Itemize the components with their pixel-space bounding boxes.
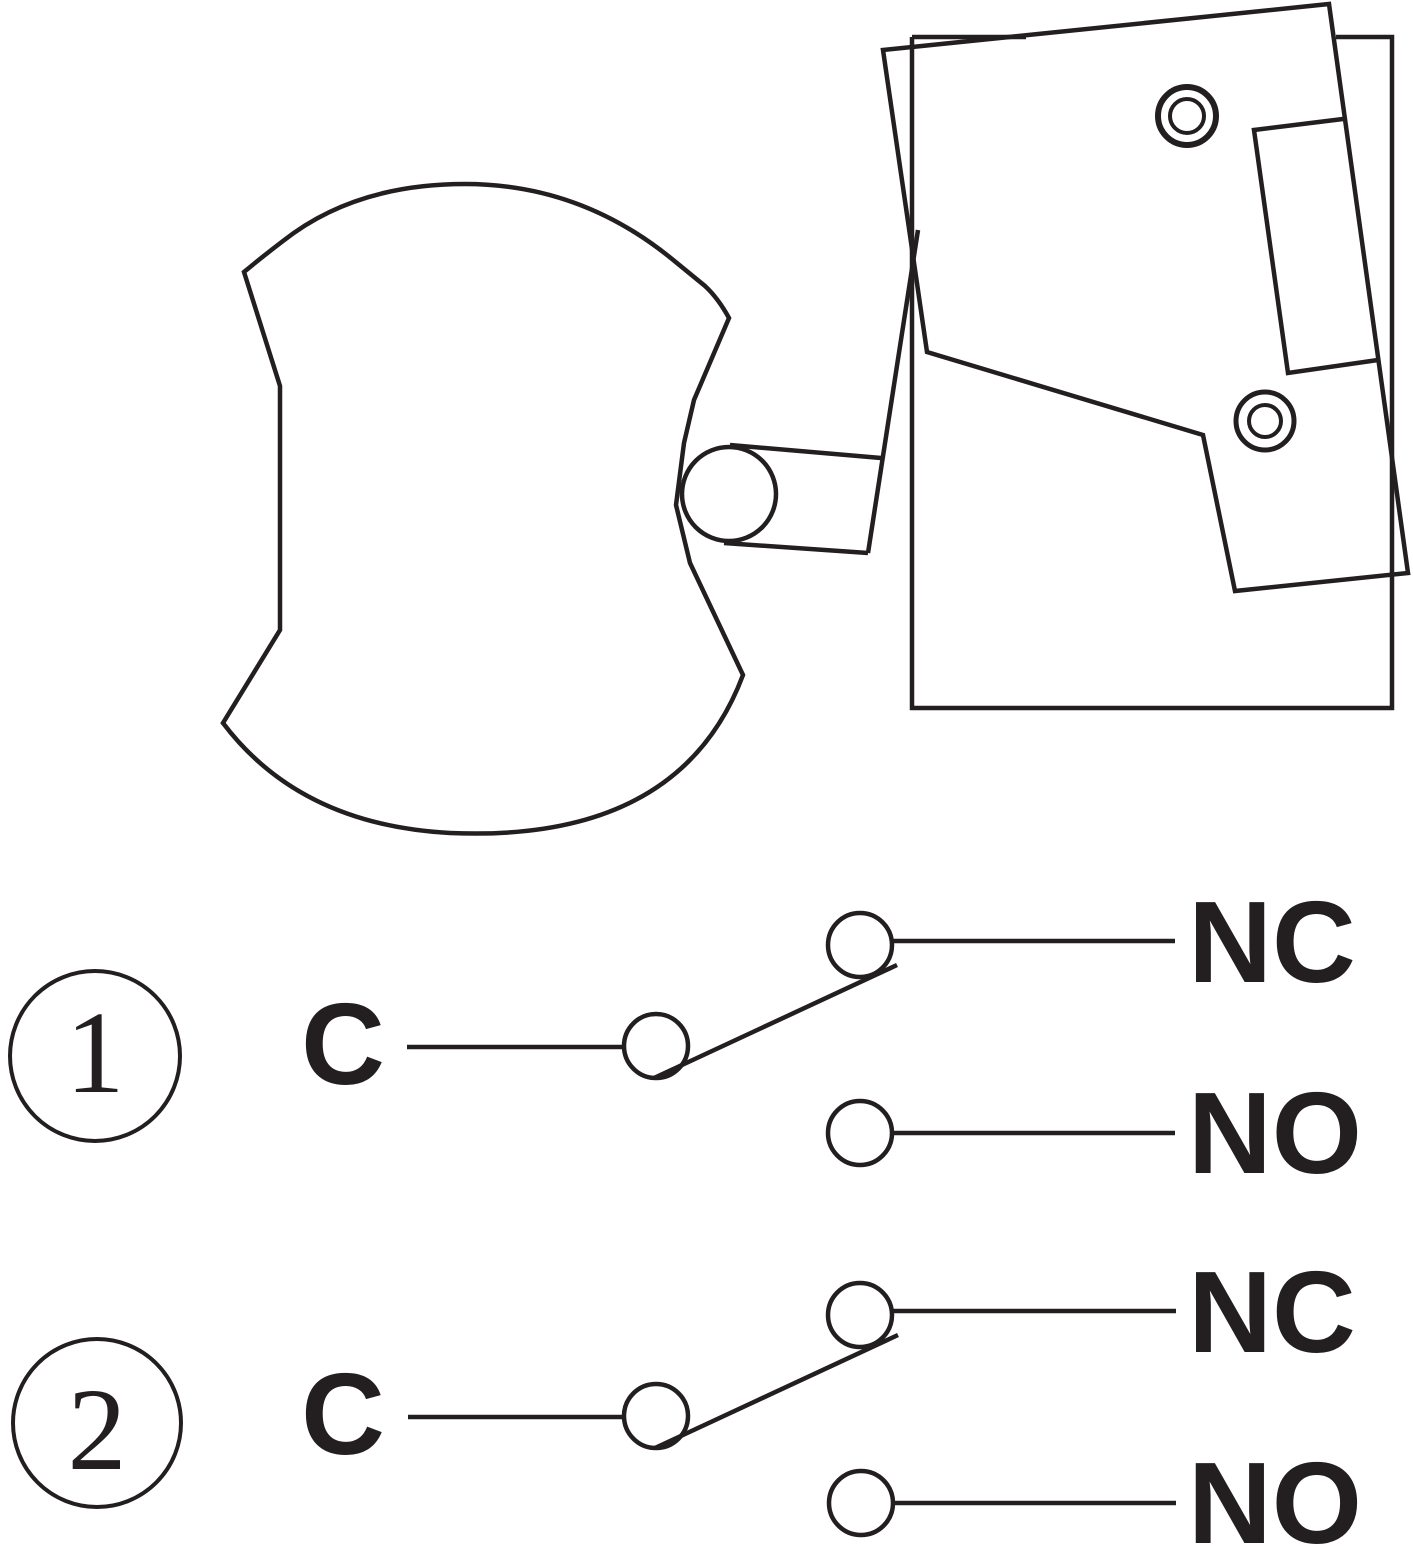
- common-label-1: C: [301, 979, 385, 1109]
- state-number-1: 1: [8, 969, 182, 1143]
- nc-label-1: NC: [1188, 877, 1356, 1007]
- cam-wheel: [220, 181, 746, 836]
- nc-terminal-1: [825, 910, 895, 980]
- roller-circle: [679, 444, 779, 544]
- mounting-hole-lower: [1233, 389, 1297, 453]
- switch-plate: [880, 1, 1411, 594]
- contact-state-2: 2 C NC NO: [11, 1247, 1362, 1547]
- nc-terminal-2: [825, 1280, 895, 1350]
- switch-blade-2: [654, 1332, 899, 1451]
- common-label-2: C: [301, 1349, 385, 1479]
- state-number-1-text: 1: [66, 987, 125, 1118]
- state-number-2-text: 2: [68, 1364, 127, 1495]
- no-terminal-2: [826, 1468, 896, 1538]
- contact-state-1: 1 C NC NO: [8, 877, 1362, 1198]
- no-label-1: NO: [1188, 1068, 1362, 1198]
- nc-label-2: NC: [1188, 1247, 1356, 1377]
- switch-body: [909, 34, 1395, 711]
- mounting-hole-upper: [1155, 84, 1219, 148]
- switch-blade-1: [653, 962, 898, 1081]
- state-number-2: 2: [11, 1337, 183, 1509]
- no-label-2: NO: [1188, 1438, 1362, 1547]
- roller-lever: [679, 229, 921, 556]
- no-terminal-1: [825, 1098, 895, 1168]
